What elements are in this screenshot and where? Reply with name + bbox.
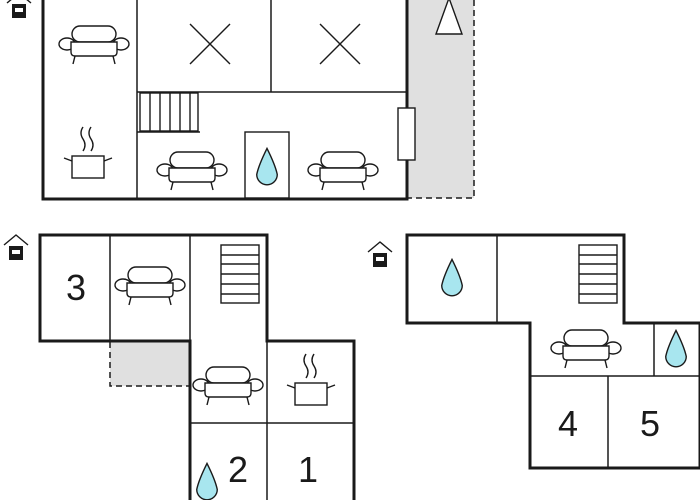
house-entrance-icon — [3, 234, 29, 261]
room-number-3: 3 — [66, 267, 86, 308]
sofa-icon — [156, 151, 228, 191]
sofa-icon — [550, 329, 622, 369]
room-number-2: 2 — [228, 449, 248, 490]
stove-icon — [63, 126, 113, 179]
room-number-5: 5 — [640, 403, 660, 444]
stairs-icon — [139, 92, 199, 132]
house-entrance-icon — [367, 241, 393, 268]
top-floor-plan — [6, 0, 475, 201]
stove-icon — [286, 353, 336, 406]
bottom-right-floor-plan: 4 5 — [367, 233, 700, 470]
room-number-1: 1 — [298, 449, 318, 490]
fireplace-icon — [397, 107, 416, 161]
bed-cross-icon — [189, 23, 231, 65]
top-terrace-outline — [407, 0, 475, 199]
house-entrance-icon — [6, 0, 32, 19]
top-floor-outer-wall — [41, 0, 409, 201]
water-drop-icon — [664, 329, 688, 368]
stairs-icon — [220, 244, 260, 304]
left-terrace-outline — [109, 342, 190, 387]
sofa-icon — [192, 366, 264, 406]
bottom-left-outer-wall — [38, 233, 356, 500]
sofa-icon — [307, 151, 379, 191]
bed-cross-icon — [319, 23, 361, 65]
bottom-left-floor-plan: 3 2 1 — [3, 233, 356, 500]
stairs-icon — [578, 244, 618, 304]
room-number-4: 4 — [558, 403, 578, 444]
compass-north-icon — [435, 0, 463, 35]
water-drop-icon — [440, 258, 464, 297]
water-drop-icon — [195, 462, 219, 500]
left-terrace — [110, 342, 190, 386]
bottom-right-outer-wall — [405, 233, 700, 470]
sofa-icon — [58, 25, 130, 65]
sofa-icon — [114, 266, 186, 306]
